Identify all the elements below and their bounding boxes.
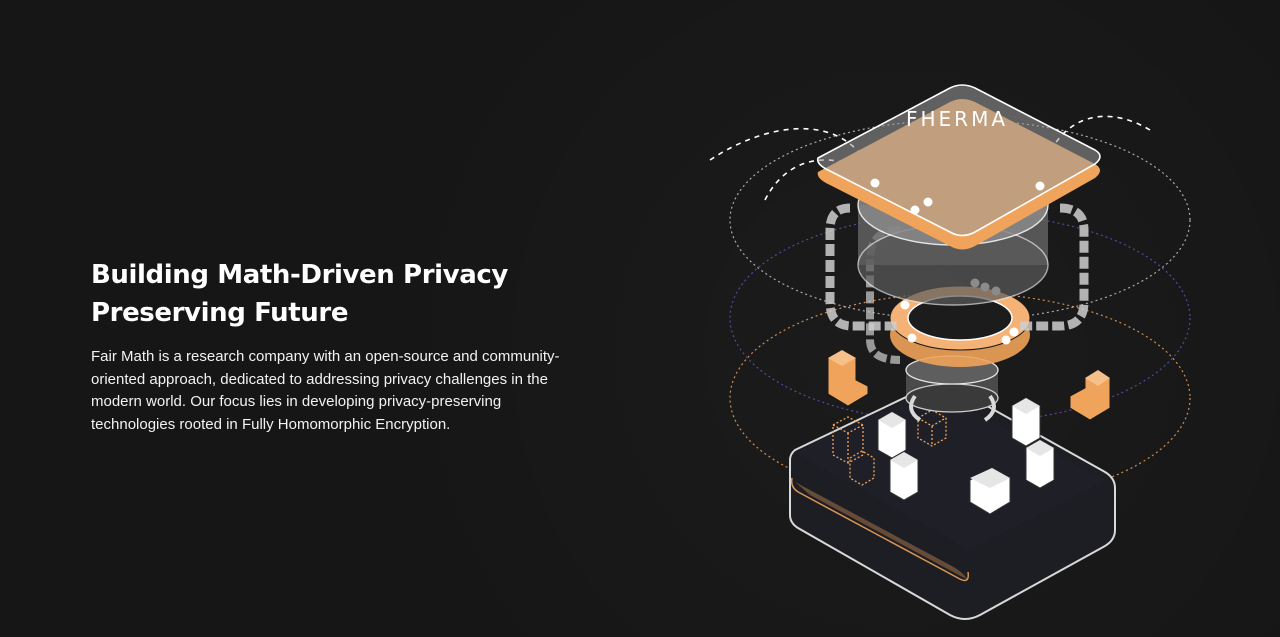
floating-cube-right xyxy=(1069,369,1111,421)
base-slab-top xyxy=(795,390,1105,550)
cube-white-1 xyxy=(877,411,907,459)
hero-title: Building Math-Driven Privacy Preserving … xyxy=(91,256,581,332)
cube-white-5 xyxy=(969,467,1011,515)
pipe-left xyxy=(825,203,900,331)
pipe-center-left xyxy=(866,226,901,364)
wireframe-cube-1 xyxy=(832,416,875,486)
cube-white-3 xyxy=(1011,397,1041,447)
hero-title-line-1: Building Math-Driven Privacy xyxy=(91,260,508,290)
base-slot-outline xyxy=(790,477,970,582)
dashed-trail-right xyxy=(1039,115,1151,186)
node-dot-4 xyxy=(1035,181,1045,191)
hero-section: Building Math-Driven Privacy Preserving … xyxy=(91,256,581,436)
node-dot-2 xyxy=(910,205,920,215)
node-dot-3 xyxy=(923,197,933,207)
top-plate: FHERMA xyxy=(816,84,1101,250)
illustration-canvas: FHERMA xyxy=(709,84,1191,620)
floating-cube-left xyxy=(827,349,869,407)
orbit-ring-white xyxy=(729,119,1191,321)
base-slot-orange xyxy=(795,482,968,580)
pipe-right xyxy=(1020,203,1089,331)
hero-description: Fair Math is a research company with an … xyxy=(91,348,560,433)
cube-white-2 xyxy=(889,451,919,501)
hero-title-line-2: Preserving Future xyxy=(91,298,349,328)
cube-white-4 xyxy=(1025,439,1055,489)
dashed-trail-left xyxy=(709,127,876,181)
node-dot-1 xyxy=(870,178,880,188)
fherma-isometric-illustration: FHERMA xyxy=(700,40,1200,630)
brand-logo-fherma: FHERMA xyxy=(906,107,1008,131)
